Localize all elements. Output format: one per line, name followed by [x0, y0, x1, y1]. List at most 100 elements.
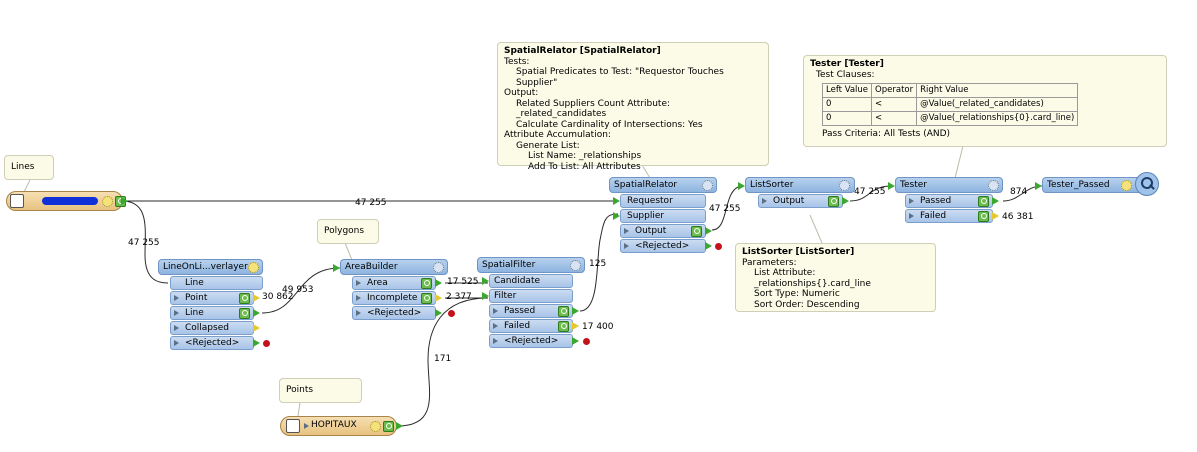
spatialfilter-header[interactable]: SpatialFilter [477, 257, 585, 273]
gear-icon[interactable] [1121, 180, 1132, 191]
inspect-icon[interactable] [558, 321, 569, 332]
inspect-icon[interactable] [691, 226, 702, 237]
gear-icon[interactable] [988, 180, 999, 191]
spatialfilter-input-candidate[interactable]: Candidate [489, 274, 573, 288]
tester-header[interactable]: Tester [895, 177, 1003, 193]
input-arrow-icon [613, 212, 620, 220]
port-label: Filter [494, 291, 517, 301]
output-arrow-icon [572, 337, 579, 345]
inspect-icon[interactable] [239, 293, 250, 304]
gear-icon[interactable] [370, 421, 381, 432]
spatialrelator-output-output[interactable]: Output [620, 224, 706, 238]
spatialfilter-output-failed[interactable]: Failed [489, 319, 573, 333]
spatialrelator-title: SpatialRelator [614, 180, 678, 190]
spatialfilter-input-filter[interactable]: Filter [489, 289, 573, 303]
rejected-dot [448, 310, 455, 317]
leader-points-note [297, 401, 301, 417]
listsorter-note-line: Sort Order: Descending [754, 299, 860, 310]
area-count: 17 525 [447, 277, 479, 287]
wire-relator-to-sorter [711, 185, 743, 231]
lineonline-input-line[interactable]: Line [170, 276, 263, 290]
wire-reader-to-lineonline [121, 200, 169, 284]
points-reader-name: HOPITAUX [311, 420, 357, 430]
inspect-icon[interactable] [421, 293, 432, 304]
table-cell: 0 [821, 97, 873, 112]
tester-annotation-footer: Pass Criteria: All Tests (AND) [822, 129, 951, 139]
leader-lines-note [23, 179, 31, 193]
gear-icon[interactable] [570, 260, 581, 271]
output-arrow-icon [842, 197, 849, 205]
lineonline-output-line[interactable]: Line [170, 306, 254, 320]
areabuilder-output-area[interactable]: Area [352, 276, 436, 290]
tester-output-passed[interactable]: Passed [905, 194, 993, 208]
filter-failed-count: 17 400 [582, 322, 614, 332]
spatialrelator-note-line: Related Suppliers Count Attribute: _rela… [516, 98, 671, 120]
wire-points-to-filter [397, 297, 489, 427]
spatialrelator-output-rejected[interactable]: <Rejected> [620, 239, 706, 253]
port-label: <Rejected> [504, 336, 559, 346]
areabuilder-title: AreaBuilder [345, 262, 398, 272]
lines-reader[interactable] [6, 191, 126, 211]
wire-sorter-to-tester [849, 185, 893, 202]
port-label: <Rejected> [635, 241, 690, 251]
table-row: 0 < @Value(_relationships{0}.card_line) [821, 111, 1079, 126]
port-label: Area [367, 278, 388, 288]
lineonline-output-rejected[interactable]: <Rejected> [170, 336, 254, 350]
spatialrelator-header[interactable]: SpatialRelator [609, 177, 717, 193]
gear-icon[interactable] [102, 196, 113, 207]
port-label: Collapsed [185, 323, 229, 333]
inspect-icon[interactable] [978, 196, 989, 207]
magnifier-icon[interactable] [1135, 172, 1159, 196]
inspector-header[interactable]: Tester_Passed [1042, 177, 1146, 193]
points-reader[interactable]: HOPITAUX [280, 416, 397, 436]
spatialrelator-note-line: List Name: _relationships [528, 151, 642, 161]
output-arrow-icon [705, 242, 712, 250]
table-cell: @Value(_relationships{0}.card_line) [916, 111, 1079, 126]
lineonline-header[interactable]: LineOnLi...verlayer [158, 259, 263, 275]
point-count: 30 862 [262, 292, 294, 302]
areabuilder-output-rejected[interactable]: <Rejected> [352, 306, 436, 320]
lineonline-output-point[interactable]: Point [170, 291, 254, 305]
listsorter-header[interactable]: ListSorter [745, 177, 855, 193]
spatialrelator-input-supplier[interactable]: Supplier [620, 209, 706, 223]
spatialrelator-note-line: Generate List: [516, 140, 580, 151]
tester-failed-count: 46 381 [1002, 212, 1034, 222]
port-label: <Rejected> [367, 308, 422, 318]
unconnected-arrow-icon [253, 324, 260, 332]
gear-icon[interactable] [433, 262, 444, 273]
test-clauses-table: Left Value Operator Right Value 0 < @Val… [821, 83, 1079, 126]
table-header: Right Value [916, 83, 1079, 98]
port-label: Passed [504, 306, 536, 316]
inspect-icon[interactable] [828, 196, 839, 207]
tester-output-failed[interactable]: Failed [905, 209, 993, 223]
relator-output-count: 47 255 [709, 204, 741, 214]
table-icon [286, 419, 300, 433]
gear-icon[interactable] [839, 180, 850, 191]
spatialfilter-output-rejected[interactable]: <Rejected> [489, 334, 573, 348]
output-arrow-icon [572, 307, 579, 315]
gear-icon[interactable] [702, 180, 713, 191]
port-label: Output [773, 196, 805, 206]
port-label: Failed [504, 321, 531, 331]
leader-polygons-note [344, 242, 353, 261]
port-label: Requestor [627, 196, 673, 206]
areabuilder-output-incomplete[interactable]: Incomplete [352, 291, 436, 305]
inspect-icon[interactable] [383, 421, 394, 432]
gear-icon[interactable] [248, 262, 259, 273]
areabuilder-header[interactable]: AreaBuilder [340, 259, 448, 275]
unconnected-arrow-icon [992, 212, 999, 220]
spatialrelator-note-line: Calculate Cardinality of Intersections: … [516, 119, 703, 130]
input-arrow-icon [1035, 182, 1042, 190]
listsorter-output-output[interactable]: Output [758, 194, 843, 208]
spatialrelator-input-requestor[interactable]: Requestor [620, 194, 706, 208]
port-label: Incomplete [367, 293, 418, 303]
inspect-icon[interactable] [558, 306, 569, 317]
inspect-icon[interactable] [978, 211, 989, 222]
spatialfilter-output-passed[interactable]: Passed [489, 304, 573, 318]
port-label: Supplier [627, 211, 665, 221]
lineonline-output-collapsed[interactable]: Collapsed [170, 321, 254, 335]
inspect-icon[interactable] [421, 278, 432, 289]
inspect-icon[interactable] [239, 308, 250, 319]
